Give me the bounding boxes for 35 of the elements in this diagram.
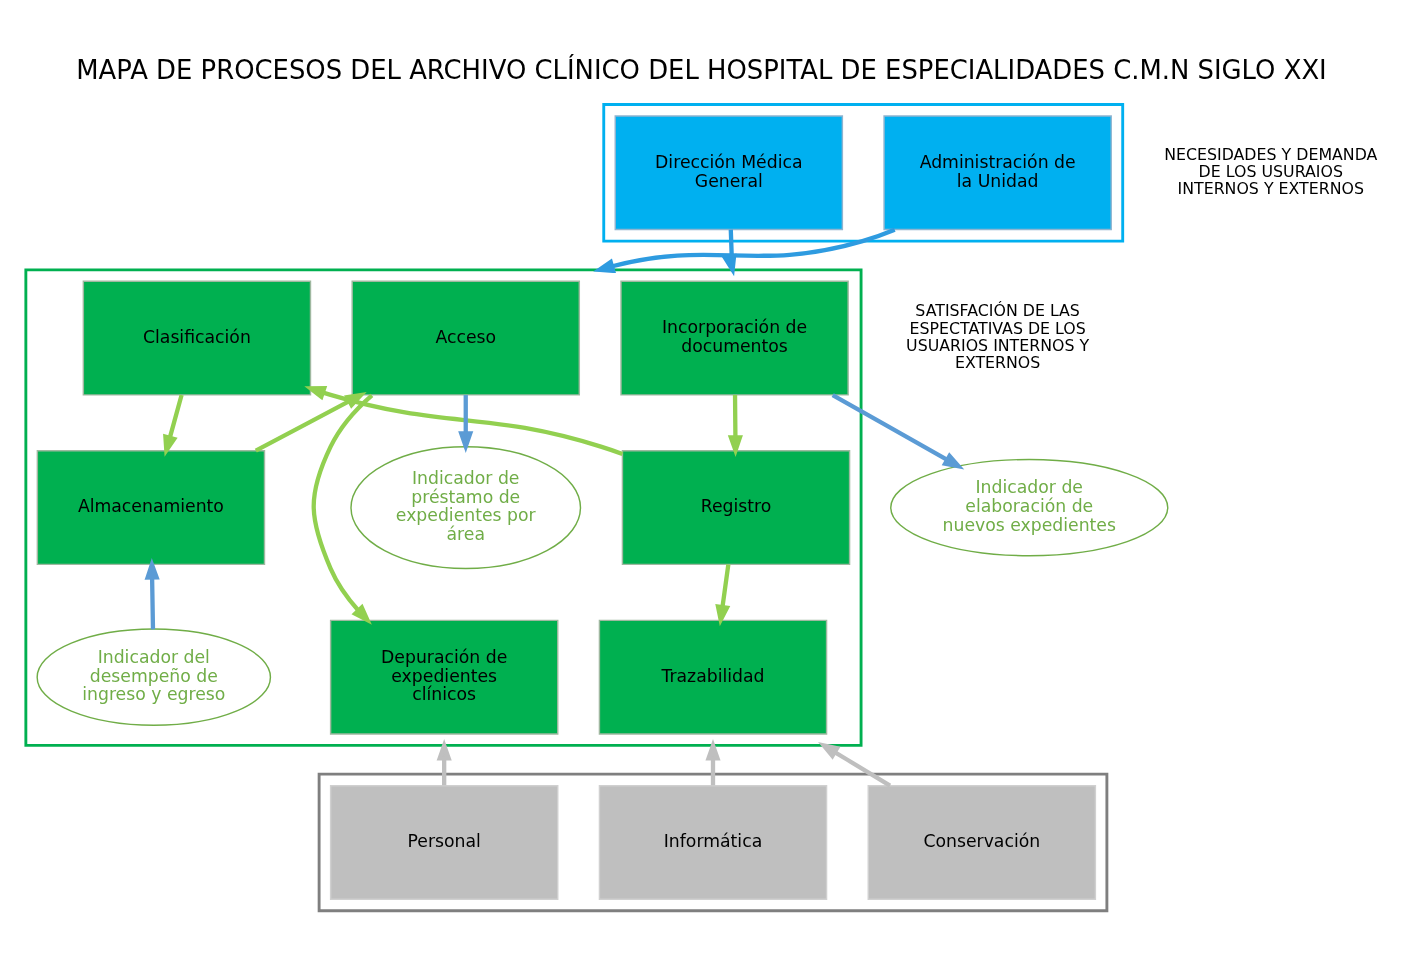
node-box: Almacenamiento bbox=[36, 450, 266, 566]
arrow bbox=[163, 394, 184, 457]
arrow bbox=[593, 227, 896, 274]
cluster bbox=[24, 268, 863, 747]
arrow bbox=[144, 558, 160, 630]
diagram-title: MAPA DE PROCESOS DEL ARCHIVO CLÍNICO DEL HOSPITAL DE ESPECIALIDADES C.M.N SIGLO XXI bbox=[76, 55, 1327, 86]
arrow bbox=[304, 385, 624, 456]
label: SATISFACIÓN DE LAS ESPECTATIVAS DE LOS USUARIOS INTERNOS Y EXTERNOS bbox=[906, 301, 1090, 372]
cluster bbox=[602, 103, 1125, 243]
node-box: Acceso bbox=[351, 280, 581, 396]
label: NECESIDADES Y DEMANDA DE LOS USURAIOS INTERNOS Y EXTERNOS bbox=[1164, 144, 1378, 199]
node-box: Administración de la Unidad bbox=[883, 115, 1112, 231]
node-box: Depuración de expedientes clínicos bbox=[329, 619, 559, 735]
arrow bbox=[254, 391, 367, 453]
node-ellipse: Indicador del desempeño de ingreso y egreso bbox=[36, 628, 272, 726]
node-box: Registro bbox=[621, 450, 851, 566]
arrow bbox=[715, 564, 731, 627]
arrow bbox=[436, 738, 452, 786]
node-box: Informática bbox=[598, 784, 828, 900]
arrow bbox=[818, 742, 892, 788]
node-ellipse: Indicador de préstamo de expedientes por área bbox=[350, 446, 582, 570]
arrow bbox=[721, 229, 737, 277]
node-box: Clasificación bbox=[82, 280, 312, 396]
arrow bbox=[705, 738, 721, 786]
node-box: Trazabilidad bbox=[598, 619, 828, 735]
node-box: Dirección Médica General bbox=[614, 115, 844, 231]
node-box: Personal bbox=[329, 784, 559, 900]
cluster bbox=[317, 772, 1109, 913]
node-box: Incorporación de documentos bbox=[620, 280, 849, 396]
node-ellipse: Indicador de elaboración de nuevos expedientes bbox=[890, 458, 1169, 557]
arrow bbox=[831, 393, 965, 470]
node-box: Conservación bbox=[867, 784, 1097, 900]
arrow bbox=[311, 393, 374, 625]
arrow bbox=[458, 395, 474, 453]
arrow bbox=[727, 395, 743, 457]
